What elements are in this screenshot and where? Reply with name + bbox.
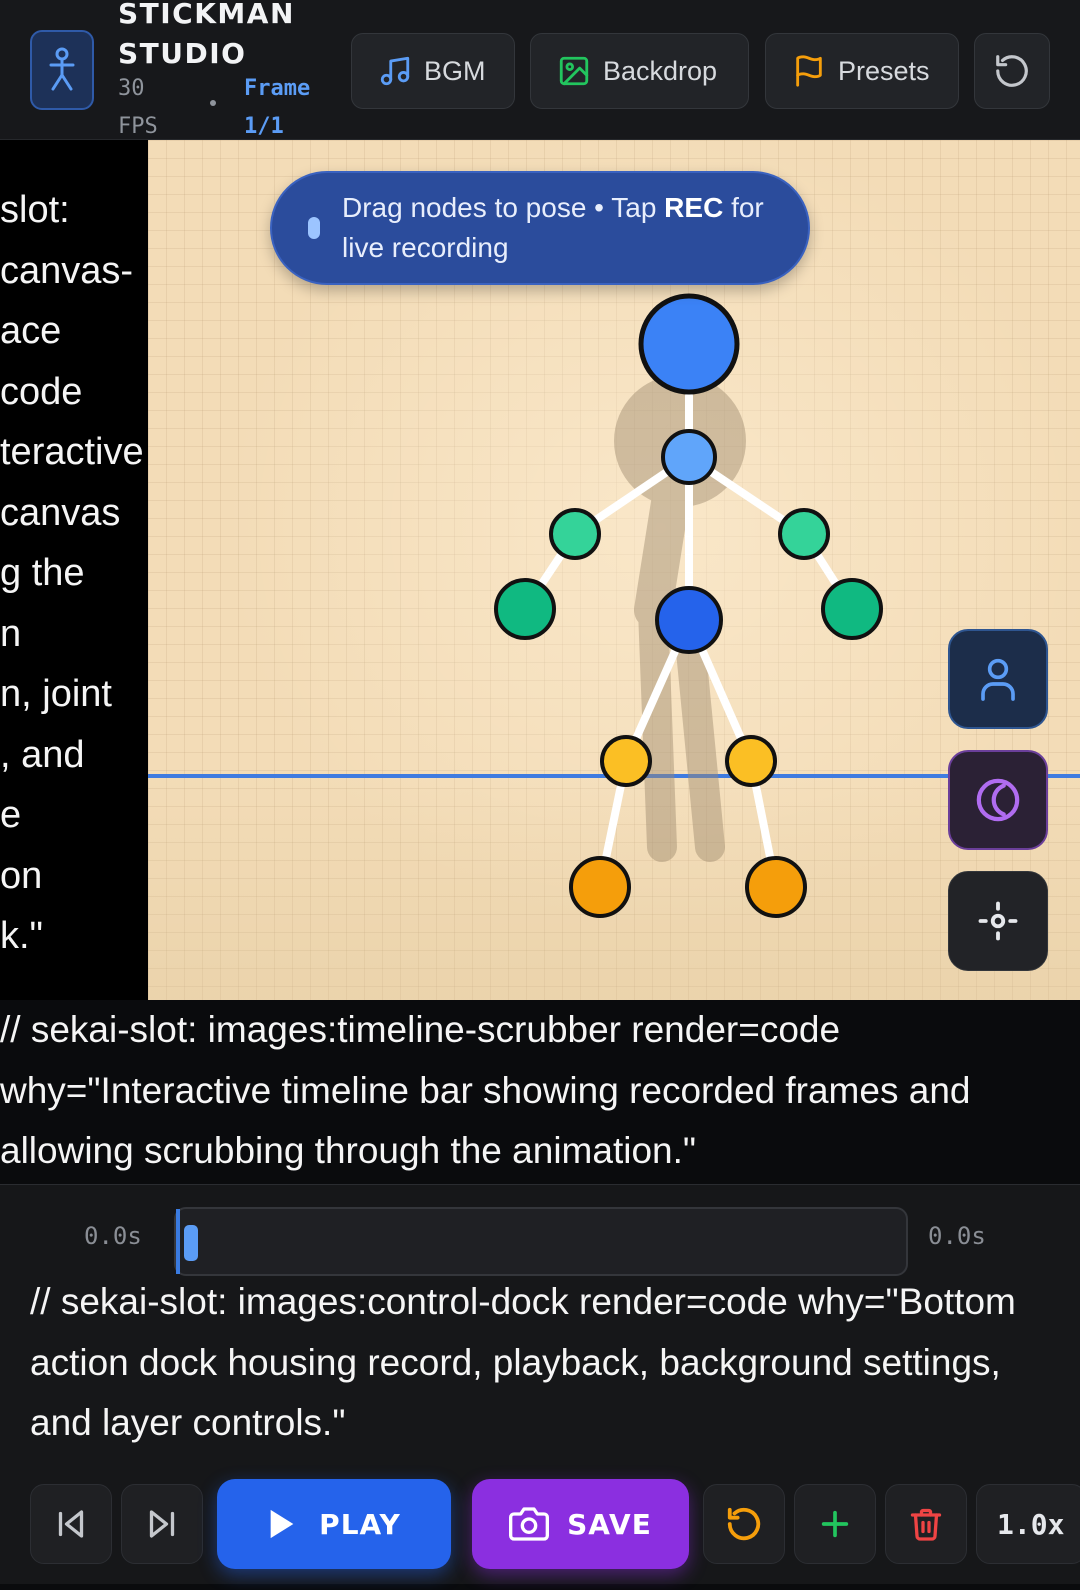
hint-banner: Drag nodes to pose • Tap REC for live re… [270,171,810,285]
moon-icon [976,778,1020,822]
reset-button[interactable] [974,33,1050,109]
speed-button[interactable]: 1.0x [976,1484,1080,1564]
skip-back-icon [58,1510,84,1538]
hint-rec-keyword: REC [664,192,724,223]
delete-frame-button[interactable] [885,1484,967,1564]
recenter-button[interactable] [948,871,1048,971]
neck-joint[interactable] [661,429,717,485]
timeline-track[interactable] [174,1207,908,1276]
play-label: PLAY [319,1507,401,1541]
save-label: SAVE [567,1507,652,1541]
leaked-line: g the [0,552,85,594]
leaked-line: canvas [0,491,121,534]
time-end: 0.0s [928,1222,986,1250]
hint-indicator [308,217,320,239]
time-start: 0.0s [84,1222,142,1250]
add-frame-button[interactable] [794,1484,876,1564]
fps-readout: 30 FPS [118,76,158,139]
skip-forward-icon [149,1510,175,1538]
undo-button[interactable] [703,1484,785,1564]
leaked-slot-text: slot: canvas- ace code teractive canvas … [0,180,148,967]
play-icon [270,1509,294,1539]
backdrop-button[interactable]: Backdrop [530,33,749,109]
stickman-icon[interactable] [30,30,94,110]
playhead-line [176,1209,180,1274]
frame-counter: Frame 1/1 [244,76,311,139]
backdrop-label: Backdrop [603,55,718,86]
trash-icon [910,1508,942,1541]
leaked-line: , and [0,733,85,776]
music-note-icon [380,56,410,86]
playhead-handle[interactable] [184,1225,198,1261]
app-title: STICKMAN STUDIO [118,0,318,74]
play-button[interactable]: PLAY [217,1479,451,1569]
app-title-line1: STICKMAN [118,0,295,30]
leaked-line: on [0,854,43,897]
left-elbow-joint[interactable] [549,508,601,560]
presets-button[interactable]: Presets [765,33,959,109]
leaked-line: canvas- [0,249,134,292]
onion-skin-button[interactable] [948,750,1048,850]
leaked-line: e [0,794,22,836]
user-icon [981,658,1015,701]
dock-slot-text: // sekai-slot: images:control-dock rende… [30,1281,1016,1443]
flag-icon [796,55,822,87]
prev-frame-button[interactable] [30,1484,112,1564]
leaked-line: n, joint [0,673,112,715]
app-title-line2: STUDIO [118,37,247,70]
leaked-line: n [0,612,22,655]
timeline-slot-text: // sekai-slot: images:timeline-scrubber … [0,1000,1080,1182]
right-foot-joint[interactable] [745,856,807,918]
leaked-line: teractive [0,431,144,473]
left-foot-joint[interactable] [569,856,631,918]
leaked-slot-panel: slot: canvas- ace code teractive canvas … [0,140,148,1002]
joints [494,293,883,918]
undo-icon [727,1507,761,1541]
reset-icon [996,55,1028,87]
presets-label: Presets [838,55,930,86]
character-button[interactable] [948,629,1048,729]
plus-icon [821,1510,849,1538]
hint-text: Drag nodes to pose • Tap REC for live re… [342,188,772,268]
leaked-line: k." [0,915,44,957]
save-button[interactable]: SAVE [472,1479,689,1569]
left-knee-joint[interactable] [600,735,652,787]
bgm-button[interactable]: BGM [351,33,515,109]
app-header: STICKMAN STUDIO 30 FPS Frame 1/1 BGM Bac… [0,0,1080,140]
leaked-line: ace [0,310,62,352]
leaked-line: slot: [0,189,70,231]
crosshair-icon [978,901,1018,941]
head-joint[interactable] [638,293,740,395]
hip-joint[interactable] [655,586,723,654]
hint-suffix: for live recording [342,192,764,263]
image-icon [559,56,589,86]
next-frame-button[interactable] [121,1484,203,1564]
camera-icon [509,1507,550,1541]
stickman-figure[interactable] [148,140,1080,1002]
right-hand-joint[interactable] [821,578,883,640]
right-knee-joint[interactable] [725,735,777,787]
leaked-line: code [0,370,83,413]
left-hand-joint[interactable] [494,578,556,640]
bgm-label: BGM [424,55,486,86]
hint-prefix: Drag nodes to pose • Tap [342,192,665,223]
pose-canvas[interactable]: Drag nodes to pose • Tap REC for live re… [148,140,1080,1002]
right-elbow-joint[interactable] [778,508,830,560]
meta-separator [210,100,216,106]
